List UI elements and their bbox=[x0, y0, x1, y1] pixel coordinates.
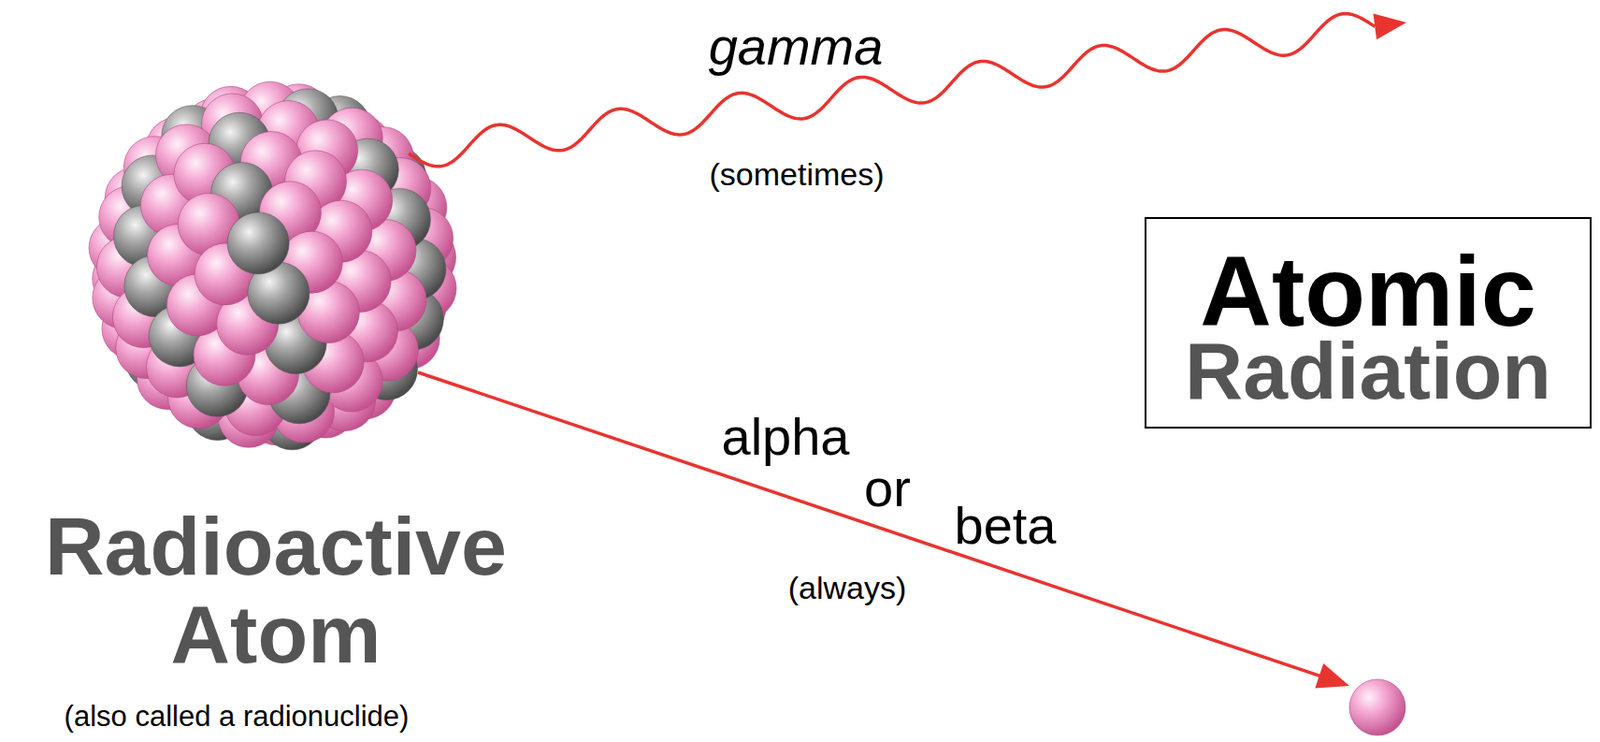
note-label: (also called a radionuclide) bbox=[64, 699, 410, 734]
beta-label: beta bbox=[954, 495, 1057, 556]
label-slot: (sometimes) bbox=[708, 156, 884, 193]
note-label: (always) bbox=[788, 569, 908, 606]
gamma-label: gamma bbox=[708, 16, 884, 77]
nucleus-illustration bbox=[88, 81, 457, 449]
label-slot: or bbox=[864, 458, 911, 519]
title-line: Atomic bbox=[1199, 248, 1536, 333]
note-label: (sometimes) bbox=[708, 156, 884, 193]
label-slot: gamma bbox=[708, 16, 884, 77]
label-slot: (also called a radionuclide) bbox=[64, 699, 410, 734]
atom-caption: Radioactive Atom bbox=[14, 502, 538, 678]
emitted-particle bbox=[1349, 678, 1406, 736]
label-slot: beta bbox=[954, 495, 1057, 556]
title-box: AtomicRadiation bbox=[1144, 216, 1592, 429]
gamma-wave bbox=[408, 14, 1375, 167]
nucleus-core bbox=[118, 111, 428, 420]
label-slot: alpha bbox=[720, 406, 850, 467]
connector-word: or bbox=[864, 458, 911, 519]
label-slot: Radioactive Atom bbox=[14, 502, 538, 678]
arrow-head bbox=[1372, 14, 1407, 41]
subtitle-line: Radiation bbox=[1184, 332, 1552, 408]
label-slot: (always) bbox=[788, 569, 908, 606]
arrow-head bbox=[1314, 663, 1350, 689]
neutron-sphere bbox=[227, 212, 289, 274]
alpha-label: alpha bbox=[720, 406, 850, 467]
